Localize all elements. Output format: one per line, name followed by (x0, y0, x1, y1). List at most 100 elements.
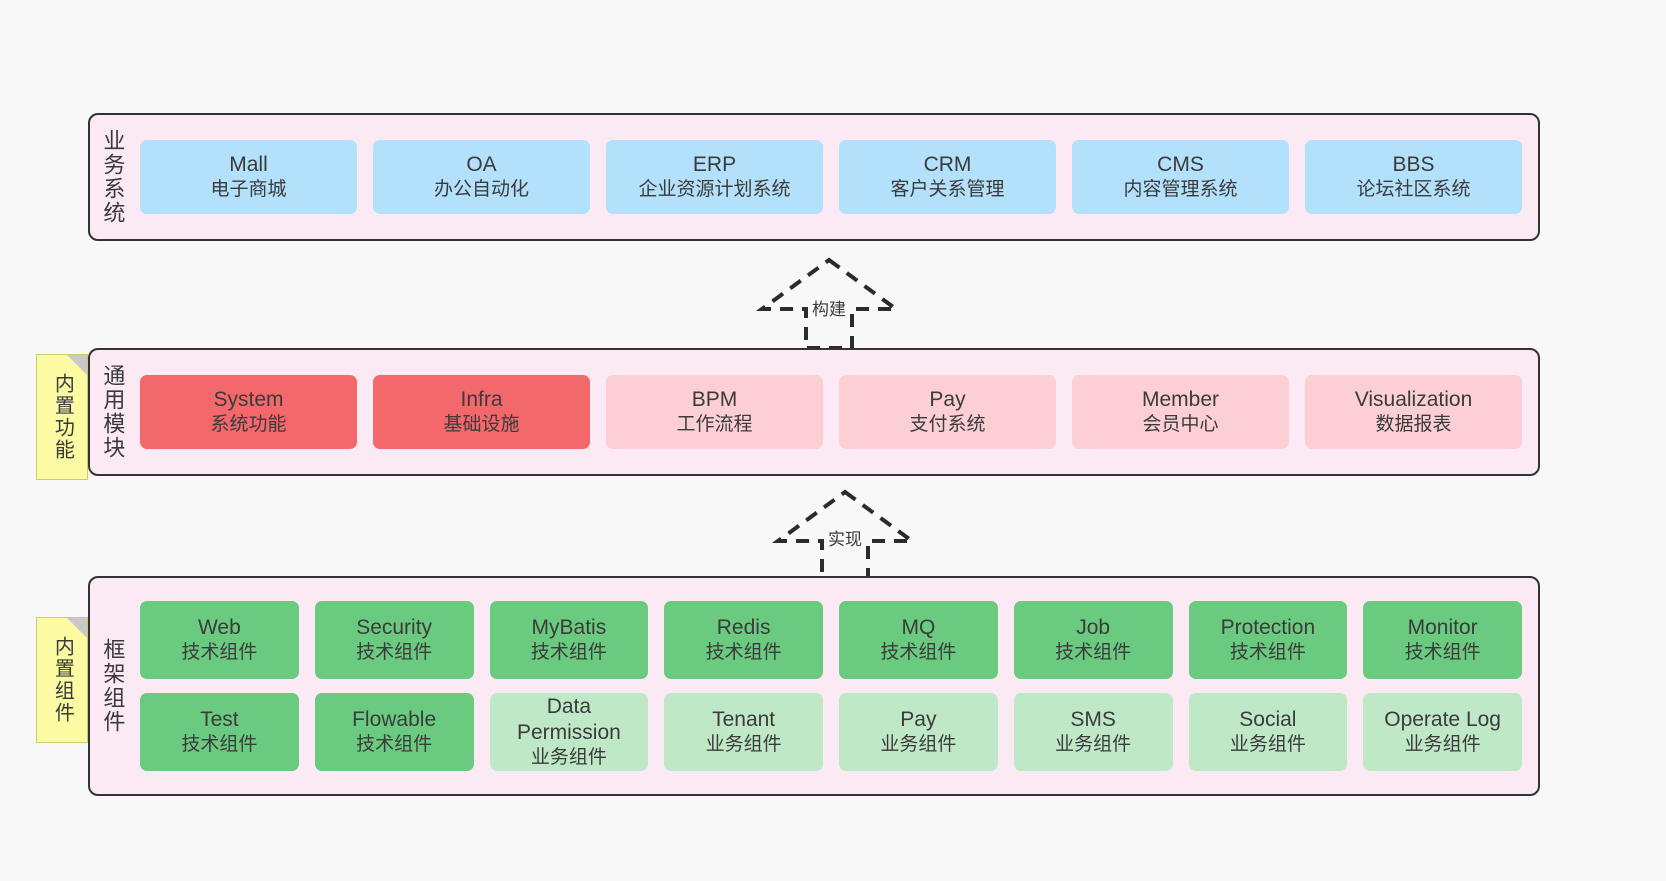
node-subtitle: 业务组件 (705, 734, 782, 756)
node-title: CRM (923, 153, 972, 177)
node-title: Web (197, 616, 241, 640)
node-title: MQ (901, 616, 936, 640)
node-title: Member (1141, 388, 1220, 412)
node-row: Test 技术组件 Flowable 技术组件 Data Permission … (140, 693, 1522, 771)
node-title: CMS (1157, 153, 1204, 177)
generalization-arrow-icon (755, 257, 903, 350)
node-title: Social (1239, 708, 1297, 732)
node-title: Flowable (352, 708, 437, 732)
node-system[interactable]: System 系统功能 (140, 375, 357, 449)
node-subtitle: 业务组件 (1055, 734, 1132, 756)
node-job[interactable]: Job 技术组件 (1013, 601, 1173, 679)
node-title: Operate Log (1384, 708, 1501, 732)
node-subtitle: 技术组件 (181, 734, 258, 756)
node-title: Tenant (712, 708, 776, 732)
node-subtitle: 技术组件 (880, 642, 957, 664)
node-row: System 系统功能 Infra 基础设施 BPM 工作流程 Pay 支付系统… (140, 375, 1522, 449)
node-subtitle: 企业资源计划系统 (638, 179, 791, 201)
node-subtitle: 办公自动化 (433, 179, 529, 201)
node-sms[interactable]: SMS 业务组件 (1013, 693, 1173, 771)
generalization-arrow-icon (771, 489, 919, 582)
node-row: Web 技术组件 Security 技术组件 MyBatis 技术组件 Redi… (140, 601, 1522, 679)
node-subtitle: 系统功能 (210, 414, 287, 436)
node-social[interactable]: Social 业务组件 (1188, 693, 1348, 771)
node-title: MyBatis (531, 616, 607, 640)
node-subtitle: 业务组件 (1404, 734, 1481, 756)
layer-framework-components: 框架组件 Web 技术组件 Security 技术组件 MyBatis 技术组件… (88, 576, 1540, 796)
node-title: Pay (929, 388, 966, 412)
node-title: OA (466, 153, 497, 177)
layer-body-business-systems: Mall 电子商城 OA 办公自动化 ERP 企业资源计划系统 CRM 客户关系… (134, 115, 1538, 239)
node-subtitle: 内容管理系统 (1123, 179, 1238, 201)
node-test[interactable]: Test 技术组件 (140, 693, 299, 771)
node-crm[interactable]: CRM 客户关系管理 (839, 140, 1056, 214)
node-title: Mall (229, 153, 268, 177)
node-mybatis[interactable]: MyBatis 技术组件 (489, 601, 649, 679)
layer-title-framework-components: 框架组件 (100, 638, 126, 734)
node-title: Infra (460, 388, 503, 412)
node-subtitle: 客户关系管理 (890, 179, 1005, 201)
node-operate-log[interactable]: Operate Log 业务组件 (1363, 693, 1522, 771)
node-flowable[interactable]: Flowable 技术组件 (314, 693, 474, 771)
node-monitor[interactable]: Monitor 技术组件 (1363, 601, 1522, 679)
node-visualization[interactable]: Visualization 数据报表 (1305, 375, 1522, 449)
node-security[interactable]: Security 技术组件 (314, 601, 474, 679)
node-tenant[interactable]: Tenant 业务组件 (664, 693, 823, 771)
node-subtitle: 技术组件 (1404, 642, 1481, 664)
node-title: BBS (1392, 153, 1435, 177)
node-subtitle: 支付系统 (909, 414, 986, 436)
node-subtitle: 会员中心 (1142, 414, 1219, 436)
node-subtitle: 业务组件 (1229, 734, 1306, 756)
connector-implement: 实现 (760, 484, 930, 589)
node-title: Visualization (1354, 388, 1473, 412)
node-erp[interactable]: ERP 企业资源计划系统 (606, 140, 823, 214)
node-title: Security (356, 616, 433, 640)
connector-build-label: 构建 (812, 300, 846, 319)
node-subtitle: 业务组件 (530, 747, 607, 769)
node-row: Mall 电子商城 OA 办公自动化 ERP 企业资源计划系统 CRM 客户关系… (140, 140, 1522, 214)
node-subtitle: 技术组件 (530, 642, 607, 664)
sticky-note-label: 内置组件 (51, 636, 74, 724)
node-title: Monitor (1407, 616, 1478, 640)
node-title: Protection (1220, 616, 1316, 640)
node-subtitle: 技术组件 (356, 734, 433, 756)
node-subtitle: 技术组件 (705, 642, 782, 664)
node-title: Pay (900, 708, 937, 732)
node-title: System (213, 388, 284, 412)
node-member[interactable]: Member 会员中心 (1072, 375, 1289, 449)
node-title: Redis (716, 616, 771, 640)
sticky-note-builtin-components: 内置组件 (36, 617, 88, 743)
node-redis[interactable]: Redis 技术组件 (664, 601, 823, 679)
node-subtitle: 业务组件 (880, 734, 957, 756)
node-title: Job (1076, 616, 1111, 640)
node-mq[interactable]: MQ 技术组件 (839, 601, 998, 679)
layer-business-systems: 业务系统 Mall 电子商城 OA 办公自动化 ERP 企业资源计划系统 CRM… (88, 113, 1540, 241)
node-cms[interactable]: CMS 内容管理系统 (1072, 140, 1289, 214)
node-bpm[interactable]: BPM 工作流程 (606, 375, 823, 449)
node-subtitle: 基础设施 (443, 414, 520, 436)
node-subtitle: 电子商城 (210, 179, 287, 201)
node-title: Data Permission (516, 695, 621, 745)
node-subtitle: 工作流程 (676, 414, 753, 436)
node-subtitle: 技术组件 (1055, 642, 1132, 664)
layer-title-common-modules: 通用模块 (100, 364, 126, 460)
layer-common-modules: 通用模块 System 系统功能 Infra 基础设施 BPM 工作流程 Pay… (88, 348, 1540, 476)
node-protection[interactable]: Protection 技术组件 (1188, 601, 1348, 679)
node-title: Test (200, 708, 239, 732)
node-web[interactable]: Web 技术组件 (140, 601, 299, 679)
node-mall[interactable]: Mall 电子商城 (140, 140, 357, 214)
node-data-permission[interactable]: Data Permission 业务组件 (489, 693, 649, 771)
node-infra[interactable]: Infra 基础设施 (373, 375, 590, 449)
node-oa[interactable]: OA 办公自动化 (373, 140, 590, 214)
node-pay-module[interactable]: Pay 支付系统 (839, 375, 1056, 449)
node-subtitle: 论坛社区系统 (1356, 179, 1471, 201)
node-subtitle: 技术组件 (1229, 642, 1306, 664)
connector-build: 构建 (744, 252, 914, 357)
node-bbs[interactable]: BBS 论坛社区系统 (1305, 140, 1522, 214)
node-pay-component[interactable]: Pay 业务组件 (839, 693, 998, 771)
node-title: BPM (691, 388, 738, 412)
node-title: ERP (692, 153, 737, 177)
node-subtitle: 技术组件 (356, 642, 433, 664)
node-title: SMS (1070, 708, 1116, 732)
